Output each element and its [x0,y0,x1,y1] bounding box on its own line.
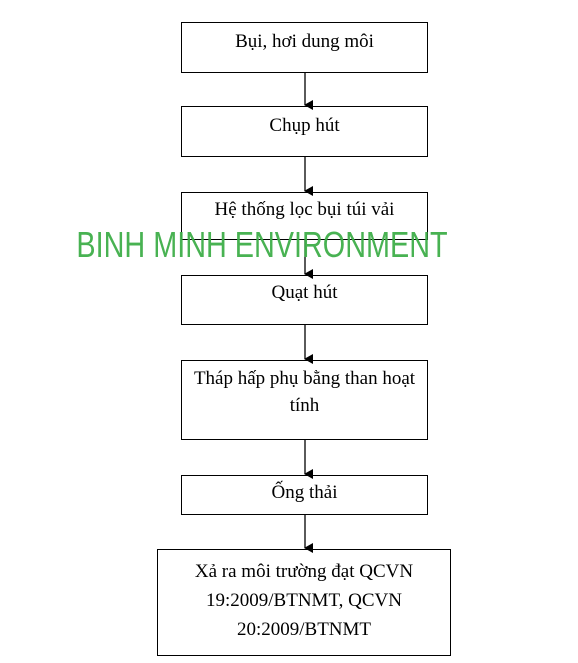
step-label: Chụp hút [269,115,340,136]
watermark-text: BINH MINH ENVIRONMENT [76,224,448,265]
step-label: Tháp hấp phụ bằng than hoạt tính [193,368,416,416]
step-bag-filter-system: Hệ thống lọc bụi túi vải [181,192,428,240]
step-label: Bụi, hơi dung môi [235,31,374,52]
step-label: Xả ra môi trường đạt QCVN 19:2009/BTNMT,… [194,561,414,640]
step-dust-solvent-vapor: Bụi, hơi dung môi [181,22,428,73]
step-exhaust-fan: Quạt hút [181,275,428,325]
step-suction-hood: Chụp hút [181,106,428,157]
step-label: Ống thải [271,482,338,503]
step-label: Hệ thống lọc bụi túi vải [214,199,395,220]
step-activated-carbon-tower: Tháp hấp phụ bằng than hoạt tính [181,360,428,440]
step-label: Quạt hút [271,282,338,303]
